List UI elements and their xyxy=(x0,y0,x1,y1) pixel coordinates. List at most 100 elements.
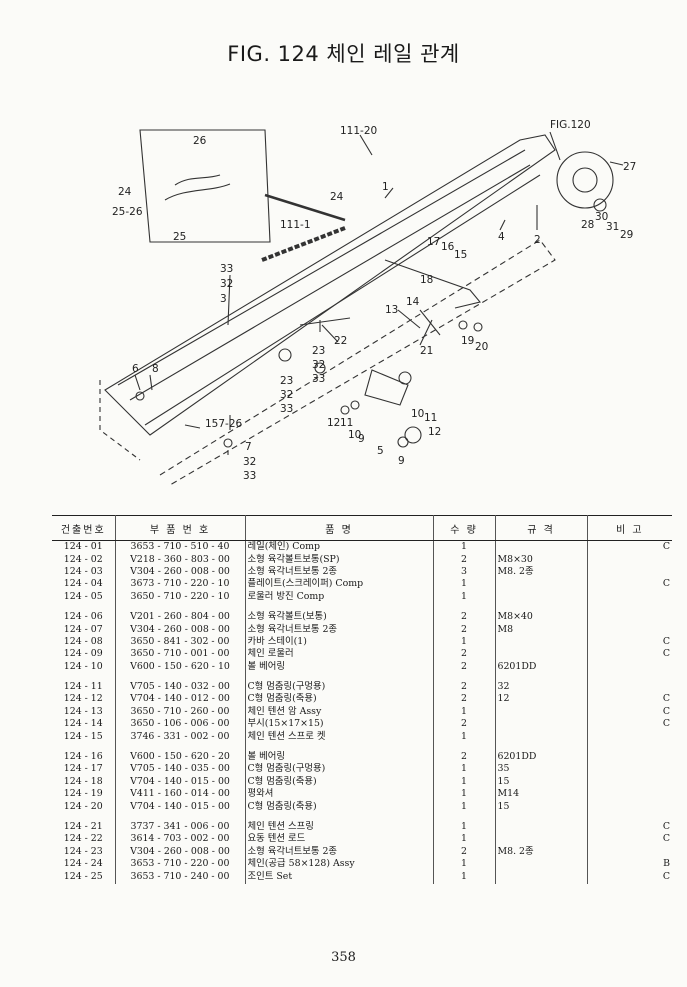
row-part-no: V304 - 260 - 008 - 00 xyxy=(115,623,246,636)
label-22: 22 xyxy=(334,335,347,347)
row-quantity: 1 xyxy=(433,870,496,885)
row-quantity: 1 xyxy=(433,578,496,591)
row-remark: C xyxy=(662,578,670,590)
row-part-no: V704 - 140 - 015 - 00 xyxy=(115,800,246,813)
row-item-no: 124 - 04 xyxy=(52,578,116,591)
label-12-left: 12 xyxy=(327,417,340,429)
label-21: 21 xyxy=(420,345,433,357)
row-quantity: 1 xyxy=(433,763,496,776)
row-quantity: 1 xyxy=(433,705,496,719)
row-part-no: 3650 - 710 - 220 - 10 xyxy=(115,590,246,603)
label-fig120: FIG.120 xyxy=(550,119,591,131)
row-part-no: V201 - 260 - 804 - 00 xyxy=(115,610,246,624)
separator-cell xyxy=(495,812,588,821)
row-item-no: 124 - 03 xyxy=(52,565,116,579)
row-part-no: V600 - 150 - 620 - 20 xyxy=(115,750,246,764)
label-19: 19 xyxy=(461,335,474,347)
row-quantity: 1 xyxy=(433,800,496,813)
row-item-no: 124 - 09 xyxy=(52,648,116,661)
row-spec: M8 xyxy=(495,623,588,636)
group-separator xyxy=(52,672,672,681)
label-11-left: 11 xyxy=(340,417,353,429)
row-part-name: 요동 텐션 로드 xyxy=(245,833,434,846)
row-item-no: 124 - 14 xyxy=(52,718,116,731)
row-quantity: 2 xyxy=(433,718,496,731)
row-spec xyxy=(495,648,588,661)
separator-cell xyxy=(587,673,672,681)
row-item-no: 124 - 23 xyxy=(52,845,116,858)
header-part-name: 품 명 xyxy=(245,515,434,541)
separator-cell xyxy=(52,742,116,751)
label-18: 18 xyxy=(420,274,433,286)
row-remark: B xyxy=(663,858,670,870)
row-item-no: 124 - 12 xyxy=(52,693,116,706)
row-part-name: 볼 베어링 xyxy=(245,660,434,673)
row-part-no: 3653 - 710 - 240 - 00 xyxy=(115,870,246,885)
label-25: 25 xyxy=(173,231,186,243)
row-quantity: 1 xyxy=(433,857,496,871)
row-part-name: 조인트 Set xyxy=(245,870,434,885)
diagram-svg: 111-20 FIG.120 26 24 25-26 25 24 111-1 1… xyxy=(99,119,636,486)
row-remark xyxy=(587,846,672,858)
label-9-right: 9 xyxy=(398,455,405,467)
separator-cell xyxy=(587,603,672,611)
separator-cell xyxy=(245,742,434,751)
row-part-no: V304 - 260 - 008 - 00 xyxy=(115,845,246,858)
row-quantity: 1 xyxy=(433,590,496,603)
row-spec: 15 xyxy=(495,800,588,813)
row-part-name: 볼 베어링 xyxy=(245,750,434,764)
row-remark xyxy=(587,566,672,578)
row-part-name: 소형 육각너트보통 2종 xyxy=(245,565,434,579)
row-spec: M8×40 xyxy=(495,610,588,624)
row-item-no: 124 - 02 xyxy=(52,553,116,566)
label-2: 2 xyxy=(534,234,541,246)
label-30: 30 xyxy=(595,211,608,223)
row-spec: 15 xyxy=(495,775,588,789)
label-9-left: 9 xyxy=(358,433,365,445)
label-32-bottom: 32 xyxy=(243,456,256,468)
label-28: 28 xyxy=(581,219,594,231)
row-part-name: 체인(공급 58×128) Assy xyxy=(245,857,434,871)
label-33-bottom: 33 xyxy=(243,470,256,482)
row-remark xyxy=(587,591,672,603)
row-quantity: 3 xyxy=(433,565,496,579)
row-part-no: 3650 - 841 - 302 - 00 xyxy=(115,635,246,649)
label-24: 24 xyxy=(330,191,344,203)
row-part-name: 카바 스테이(1) xyxy=(245,635,434,649)
row-part-name: C형 멈춤링(구멍용) xyxy=(245,680,434,694)
row-part-name: 소형 육각볼트(보통) xyxy=(245,610,434,624)
row-remark: C xyxy=(662,871,670,883)
row-remark xyxy=(587,611,672,623)
label-23-lower: 23 xyxy=(280,375,293,387)
separator-cell xyxy=(495,672,588,681)
row-quantity: 1 xyxy=(433,635,496,649)
separator-cell xyxy=(433,742,496,751)
label-16: 16 xyxy=(441,241,455,253)
row-quantity: 2 xyxy=(433,648,496,661)
row-part-no: V705 - 140 - 035 - 00 xyxy=(115,763,246,776)
separator-cell xyxy=(115,742,246,751)
separator-cell xyxy=(115,602,246,611)
row-item-no: 124 - 01 xyxy=(52,540,116,554)
row-spec: 32 xyxy=(495,680,588,694)
row-spec xyxy=(495,718,588,731)
group-separator xyxy=(52,812,672,821)
label-1: 1 xyxy=(382,181,389,193)
row-part-no: V218 - 360 - 803 - 00 xyxy=(115,553,246,566)
label-33-mid: 33 xyxy=(312,373,325,385)
diagram-linework xyxy=(99,129,624,486)
label-26: 26 xyxy=(193,135,207,147)
group-separator xyxy=(52,602,672,611)
row-remark xyxy=(587,623,672,635)
row-item-no: 124 - 15 xyxy=(52,730,116,743)
